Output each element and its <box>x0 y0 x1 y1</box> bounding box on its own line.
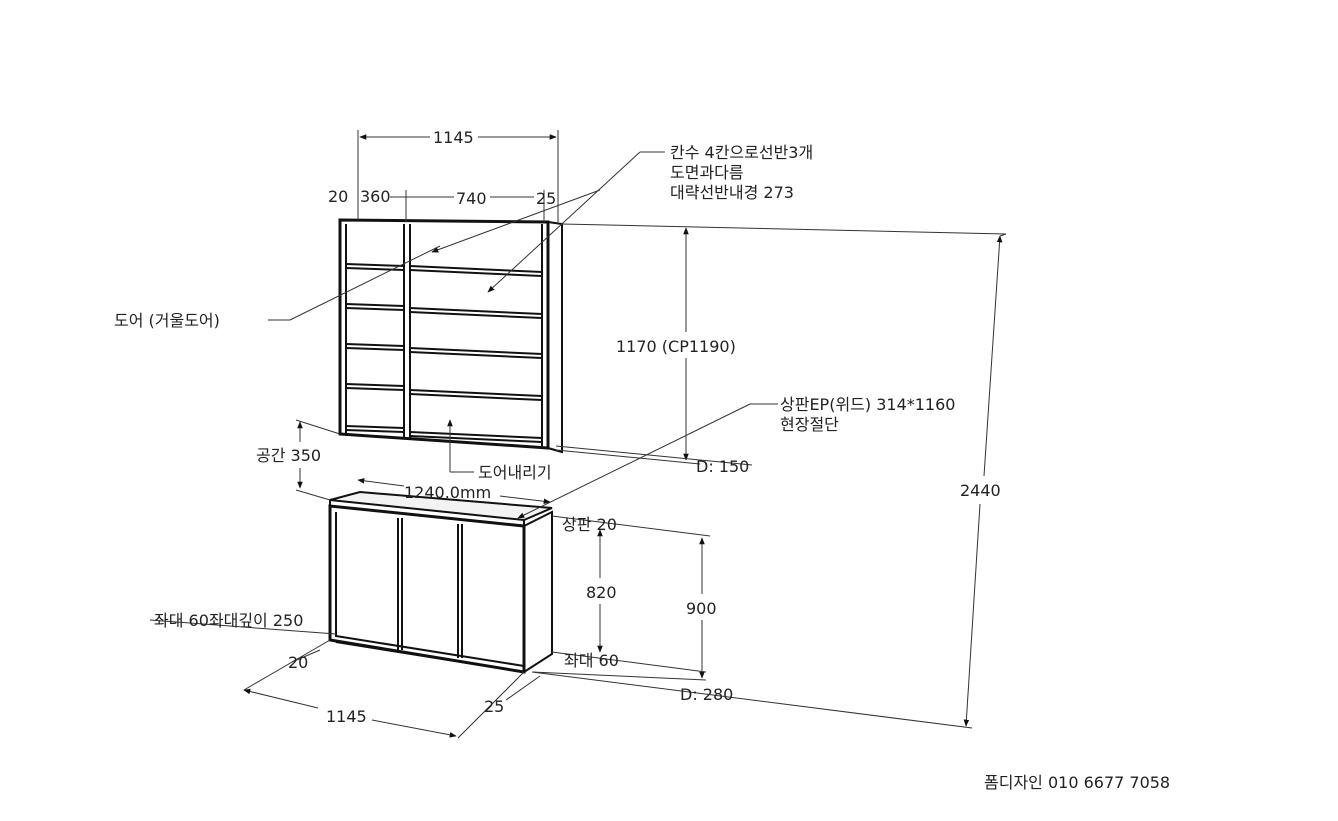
label-depth-lower: D: 280 <box>680 685 733 704</box>
label-gap: 공간 350 <box>256 446 321 465</box>
label-total-height: 2440 <box>960 481 1001 500</box>
label-bottom-20: 20 <box>288 653 308 672</box>
label-dim-900: 900 <box>686 599 717 618</box>
label-top-thickness: 상판 20 <box>562 515 617 534</box>
label-note-line2: 도면과다름 <box>670 163 744 182</box>
label-door-mirror: 도어 (거울도어) <box>114 311 220 330</box>
lower-cabinet <box>328 490 553 674</box>
label-top-panel-line2: 현장절단 <box>780 415 839 434</box>
label-bottom-25: 25 <box>484 697 504 716</box>
label-company: 폼디자인 010 6677 7058 <box>984 773 1170 792</box>
label-top-panel-line1: 상판EP(위드) 314*1160 <box>780 395 955 414</box>
labels: 1145 20 360 740 25 칸수 4칸으로선반3개 도면과다름 대략선… <box>114 128 1170 792</box>
label-depth-upper: D: 150 <box>696 457 749 476</box>
label-note-line1: 칸수 4칸으로선반3개 <box>670 143 813 162</box>
label-door-lower: 도어내리기 <box>478 463 552 482</box>
label-lower-width: 1240.0mm <box>404 483 491 502</box>
dimension-lines <box>149 130 1007 739</box>
upper-bookshelf <box>338 218 563 454</box>
label-top-width: 1145 <box>433 128 474 147</box>
label-dim-20-left: 20 <box>328 187 348 206</box>
label-dim-740: 740 <box>456 189 487 208</box>
label-upper-height: 1170 (CP1190) <box>616 337 736 356</box>
label-dim-360: 360 <box>360 187 391 206</box>
label-note-line3: 대략선반내경 273 <box>670 183 794 202</box>
label-dim-820: 820 <box>586 583 617 602</box>
label-bottom-1145: 1145 <box>326 707 367 726</box>
label-base-right: 좌대 60 <box>564 651 619 670</box>
label-dim-25-right: 25 <box>536 189 556 208</box>
label-base-left: 좌대 60좌대깊이 250 <box>154 611 303 630</box>
